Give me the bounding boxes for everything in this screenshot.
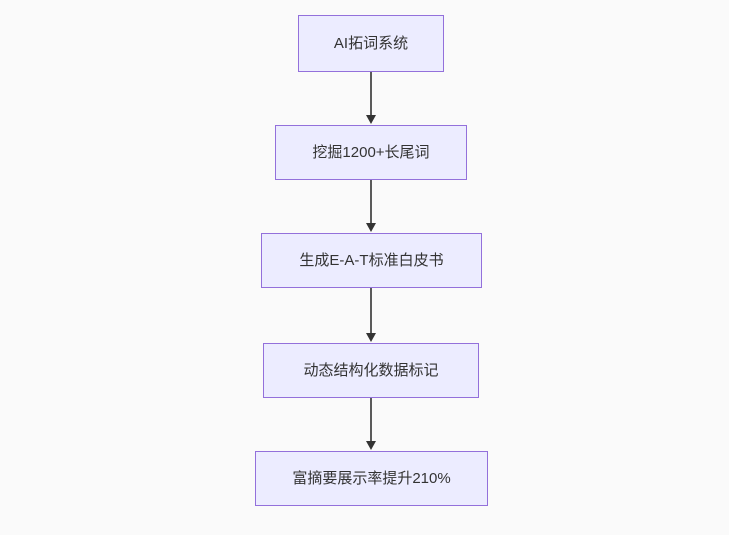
- flow-arrow-2: [366, 180, 376, 232]
- flow-node-label: 富摘要展示率提升210%: [292, 470, 451, 487]
- arrow-line: [370, 288, 372, 333]
- arrow-down-icon: [366, 333, 376, 342]
- flow-arrow-4: [366, 398, 376, 450]
- arrow-line: [370, 180, 372, 223]
- flow-arrow-3: [366, 288, 376, 342]
- flow-node-label: 生成E-A-T标准白皮书: [299, 252, 444, 269]
- flow-arrow-1: [366, 72, 376, 124]
- flow-node-rich-snippet-rate-increase: 富摘要展示率提升210%: [255, 451, 488, 506]
- flow-node-dynamic-structured-data-markup: 动态结构化数据标记: [263, 343, 479, 398]
- arrow-line: [370, 72, 372, 115]
- flow-node-label: 挖掘1200+长尾词: [312, 144, 430, 161]
- arrow-line: [370, 398, 372, 441]
- arrow-down-icon: [366, 115, 376, 124]
- flow-node-label: AI拓词系统: [333, 35, 409, 52]
- flow-node-label: 动态结构化数据标记: [303, 362, 439, 379]
- arrow-down-icon: [366, 441, 376, 450]
- flow-node-ai-word-expansion-system: AI拓词系统: [298, 15, 444, 72]
- flow-node-longtail-keyword-mining: 挖掘1200+长尾词: [275, 125, 467, 180]
- arrow-down-icon: [366, 223, 376, 232]
- flow-node-eat-standard-whitepaper: 生成E-A-T标准白皮书: [261, 233, 482, 288]
